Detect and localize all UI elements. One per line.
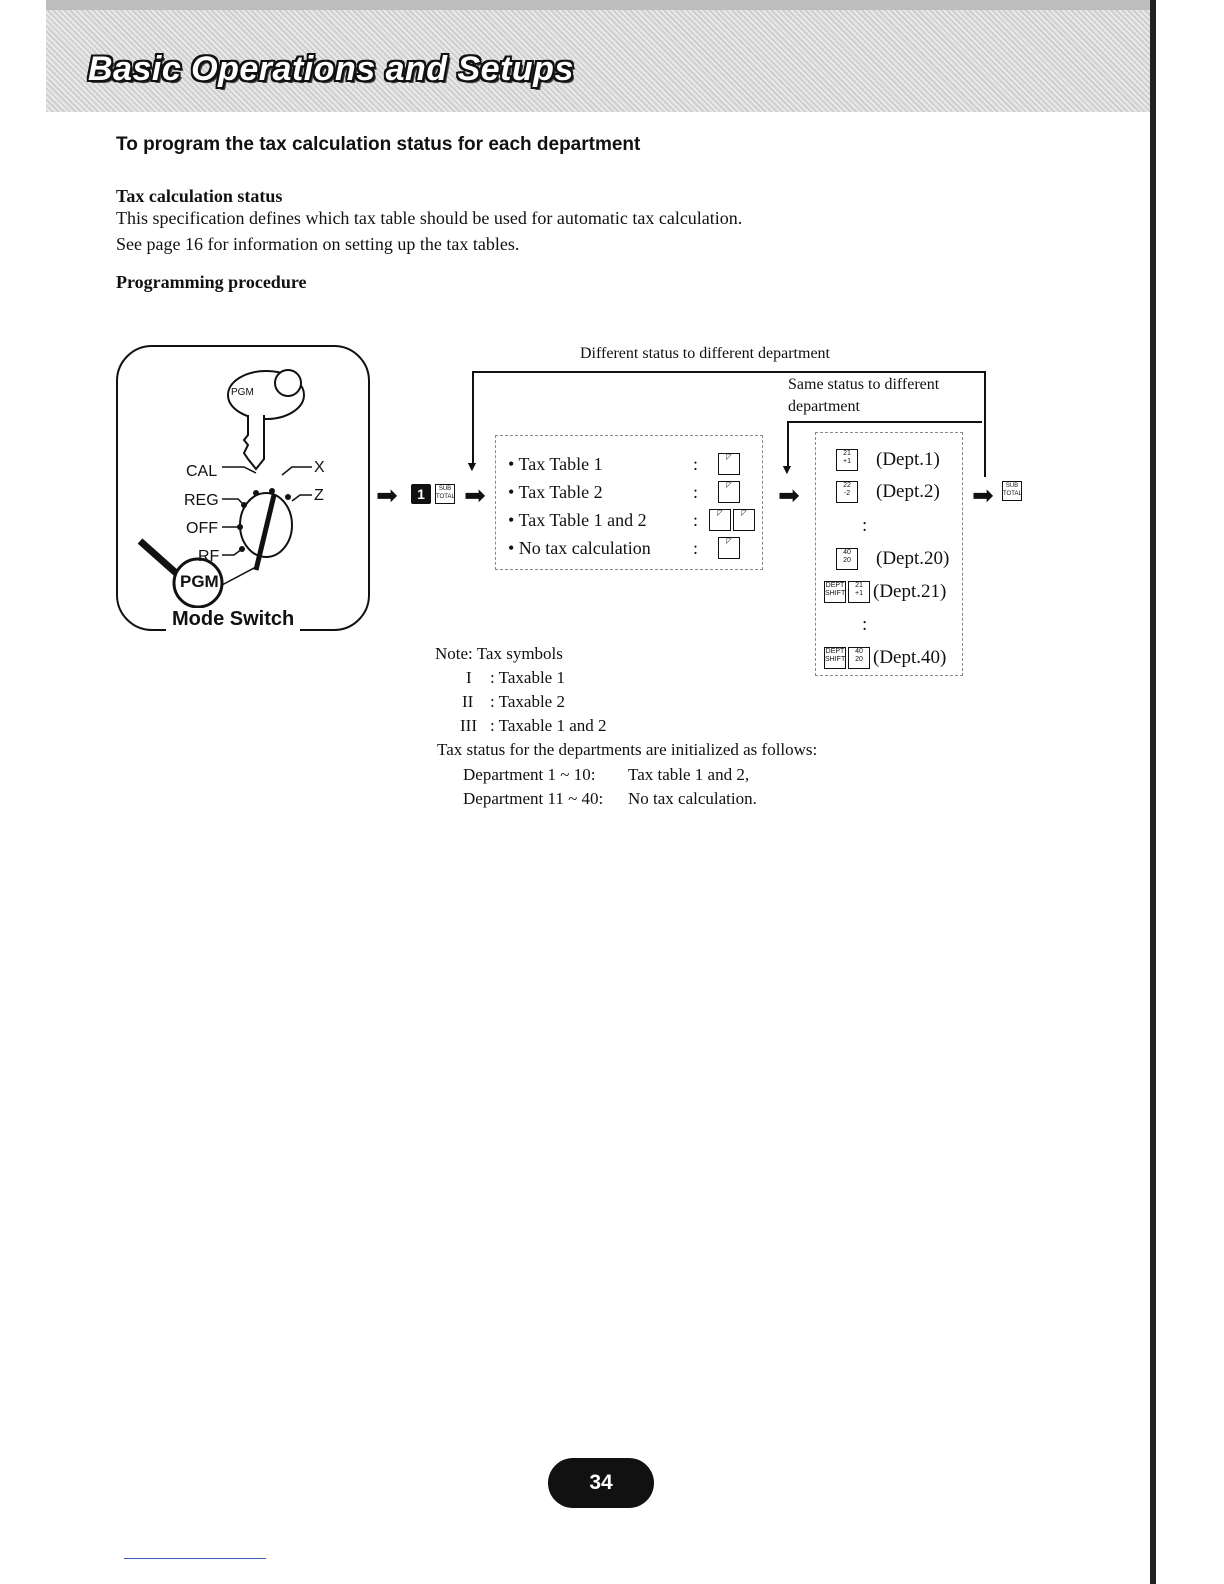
- init-value: No tax calculation.: [628, 789, 757, 808]
- init-range: Department 1 ~ 10:: [463, 765, 596, 784]
- tax1-key-icon: ◸: [718, 453, 740, 475]
- tax-option-sep: :: [693, 482, 699, 502]
- dept-key-icon: 22-2: [836, 481, 858, 503]
- dept-1: (Dept.1): [876, 449, 940, 470]
- selected-position: PGM: [180, 572, 219, 591]
- tax-symbol: I: [466, 668, 472, 687]
- no-tax-key-icon: ◸: [718, 537, 740, 559]
- footer-rule: [124, 1558, 266, 1559]
- init-value: Tax table 1 and 2,: [628, 765, 750, 784]
- tax-symbol: III: [460, 716, 477, 735]
- tax2-key-icon: ◸: [733, 509, 755, 531]
- dept-key-icon: 21+1: [848, 581, 870, 603]
- tax-symbol-desc: : Taxable 2: [490, 692, 565, 711]
- dept-ellipsis: :: [862, 614, 868, 635]
- number-key: 1: [411, 484, 431, 504]
- tax-option-sep: :: [693, 454, 699, 474]
- tax-status-title: Tax calculation status: [116, 186, 283, 206]
- tax-status-line1: This specification defines which tax tab…: [116, 208, 743, 228]
- procedure-title: Programming procedure: [116, 272, 307, 292]
- note-title: Note: Tax symbols: [435, 644, 563, 663]
- dept-key-icon: 21+1: [836, 449, 858, 471]
- tax-option-sep: :: [693, 510, 699, 530]
- arrow-right-icon: ➡: [778, 481, 800, 510]
- tax-option-4: • No tax calculation: [508, 538, 651, 558]
- init-range: Department 11 ~ 40:: [463, 789, 604, 808]
- mode-switch-illustration: [137, 369, 312, 609]
- position-off: OFF: [186, 520, 218, 537]
- same-status-label-1: Same status to different: [788, 376, 940, 393]
- arrow-right-icon: ➡: [972, 481, 994, 510]
- init-line: Tax status for the departments are initi…: [437, 740, 818, 759]
- page-number: 34: [548, 1458, 654, 1508]
- page-heading: To program the tax calculation status fo…: [116, 134, 641, 155]
- mode-switch-label: Mode Switch: [166, 608, 301, 631]
- arrow-right-icon: ➡: [376, 481, 398, 510]
- position-x: X: [314, 459, 325, 476]
- departments-box: [815, 432, 963, 676]
- dept-ellipsis: :: [862, 515, 868, 536]
- position-rf: RF: [198, 548, 220, 565]
- tax-status-line2: See page 16 for information on setting u…: [116, 234, 520, 254]
- dept-2: (Dept.2): [876, 481, 940, 502]
- tax-option-2: • Tax Table 2: [508, 482, 603, 502]
- position-z: Z: [314, 487, 324, 504]
- arrow-right-icon: ➡: [464, 481, 486, 510]
- dept-21: (Dept.21): [873, 581, 947, 602]
- header-title: Basic Operations and Setups: [88, 50, 574, 88]
- tax-option-3: • Tax Table 1 and 2: [508, 510, 647, 530]
- arrow-down-icon: ▼: [465, 460, 479, 475]
- tax-option-1: • Tax Table 1: [508, 454, 603, 474]
- tax-option-sep: :: [693, 538, 699, 558]
- tax-symbol: II: [462, 692, 474, 711]
- tax2-key-icon: ◸: [718, 481, 740, 503]
- tax1-key-icon: ◸: [709, 509, 731, 531]
- dept-40: (Dept.40): [873, 647, 947, 668]
- tax-symbol-desc: : Taxable 1 and 2: [490, 716, 607, 735]
- tax-symbol-desc: : Taxable 1: [490, 668, 565, 687]
- page-edge: [1150, 0, 1156, 1584]
- position-cal: CAL: [186, 463, 218, 480]
- dept-20: (Dept.20): [876, 548, 950, 569]
- same-status-label-2: department: [788, 398, 860, 415]
- different-status-label: Different status to different department: [580, 345, 830, 362]
- arrow-down-icon: ▼: [780, 463, 794, 478]
- header-band: [46, 0, 1156, 112]
- key-label: PGM: [231, 387, 254, 398]
- tax-options-box: [495, 435, 763, 570]
- position-reg: REG: [184, 492, 219, 509]
